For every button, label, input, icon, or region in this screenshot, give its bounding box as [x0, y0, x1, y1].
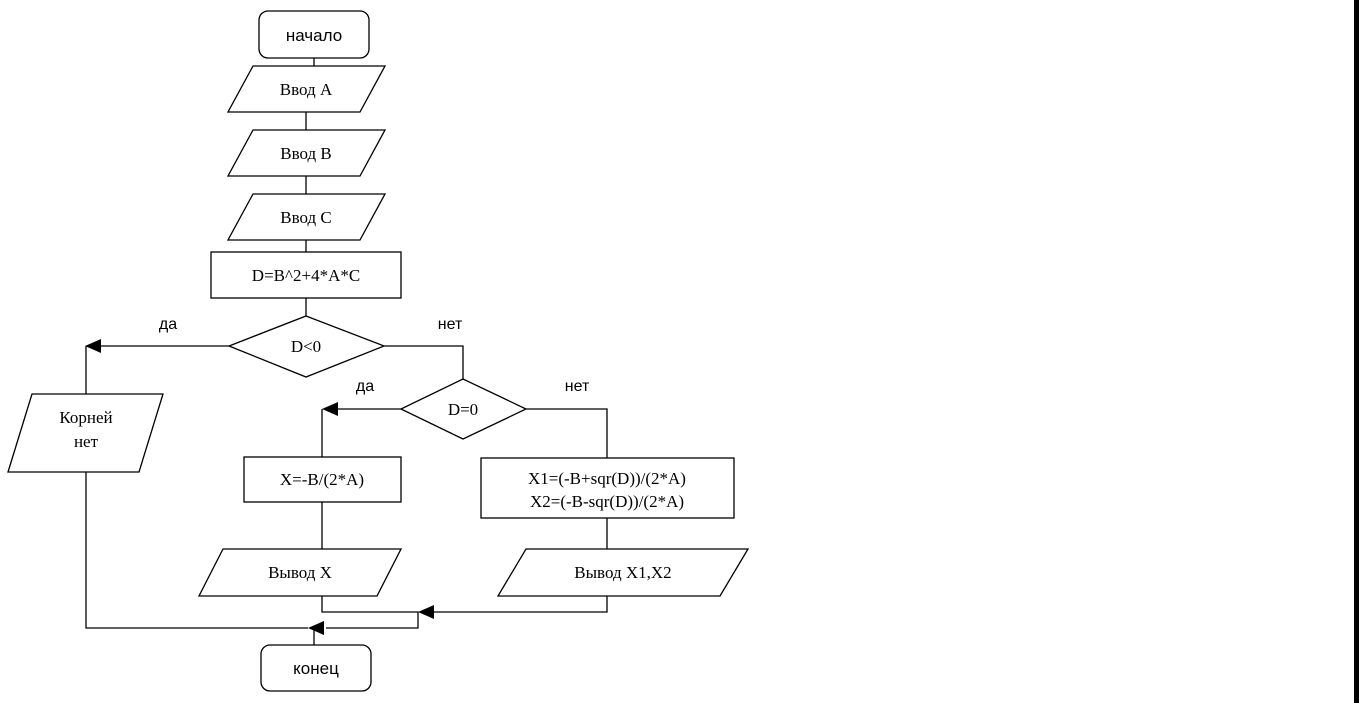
input-b-label: Ввод B	[280, 144, 332, 163]
two-roots-label-line2: X2=(-B-sqr(D))/(2*A)	[530, 492, 684, 511]
end-terminal-label: конец	[293, 659, 339, 678]
compute-discriminant-block: D=B^2+4*A*C	[210, 251, 402, 299]
single-root-label: X=-B/(2*A)	[280, 470, 364, 489]
two-roots-shape	[480, 457, 735, 519]
arrowhead-to-single-root	[322, 402, 338, 416]
start-terminal-shape	[258, 10, 370, 59]
input-c-label: Ввод C	[280, 208, 332, 227]
compute-discriminant-label: D=B^2+4*A*C	[252, 266, 360, 285]
output-x-block: Вывод X	[197, 548, 403, 597]
arrowhead-merge-right	[418, 605, 434, 619]
no-roots-output-block: Корней нет	[7, 393, 164, 473]
arrowhead-to-end	[308, 621, 324, 635]
decision-d-zero-shape	[399, 378, 528, 440]
connector-no-roots-to-end	[85, 472, 308, 629]
no-roots-label-line1: Корней	[59, 408, 112, 427]
input-a-block: Ввод A	[226, 65, 387, 113]
decision-d-zero-label: D=0	[448, 400, 478, 419]
output-x1x2-block: Вывод X1,X2	[496, 548, 750, 597]
no-roots-output-shape	[7, 393, 164, 473]
single-root-shape	[243, 456, 402, 503]
decision-d-zero: D=0	[399, 378, 528, 440]
single-root-block: X=-B/(2*A)	[243, 456, 402, 503]
output-x1x2-shape	[496, 548, 750, 597]
end-terminal-shape	[260, 644, 372, 692]
input-a-shape	[226, 65, 387, 113]
connector-output-x1x2-to-merge	[432, 596, 608, 613]
arrowhead-to-no-roots	[85, 339, 101, 353]
output-x1x2-label: Вывод X1,X2	[574, 563, 671, 582]
output-x-label: Вывод X	[268, 563, 332, 582]
two-roots-label-line1: X1=(-B+sqr(D))/(2*A)	[528, 469, 686, 488]
edge-label-d-negative-no: нет	[438, 316, 463, 333]
no-roots-label-line2: нет	[74, 432, 99, 451]
edge-label-d-negative-yes: да	[159, 316, 177, 333]
input-c-block: Ввод C	[226, 193, 387, 241]
output-x-shape	[197, 548, 403, 597]
start-terminal-label: начало	[286, 26, 342, 45]
input-c-shape	[226, 193, 387, 241]
decision-d-negative-label: D<0	[291, 337, 321, 356]
decision-d-negative-shape	[227, 315, 386, 378]
connector-no-branch-d-zero	[526, 408, 608, 458]
input-b-block: Ввод B	[226, 129, 387, 177]
edge-label-d-zero-yes: да	[356, 378, 374, 395]
decision-d-negative: D<0	[227, 315, 386, 378]
two-roots-block: X1=(-B+sqr(D))/(2*A) X2=(-B-sqr(D))/(2*A…	[480, 457, 735, 519]
compute-discriminant-shape	[210, 251, 402, 299]
right-edge-bar	[1354, 0, 1359, 703]
arrowheads	[85, 339, 434, 635]
input-a-label: Ввод A	[280, 80, 333, 99]
start-terminal: начало	[258, 10, 370, 59]
end-terminal: конец	[260, 644, 372, 692]
input-b-shape	[226, 129, 387, 177]
connector-output-x-to-end	[321, 596, 419, 629]
edge-label-d-zero-no: нет	[565, 378, 590, 395]
connector-no-branch-d-neg	[384, 345, 464, 379]
